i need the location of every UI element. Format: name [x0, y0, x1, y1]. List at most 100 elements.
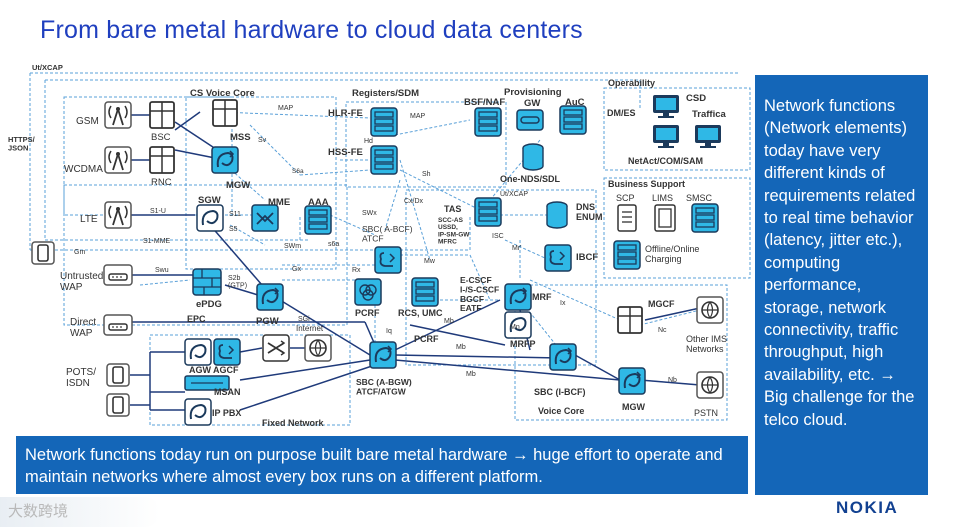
label-mrf: MRF: [532, 292, 552, 302]
label-swx: SWx: [362, 210, 377, 217]
label-sv: Sv: [258, 137, 267, 144]
shuffle-switch-icon: [262, 334, 290, 362]
label-mgw: MGW: [226, 180, 250, 191]
label-mb3: Mb: [466, 371, 476, 378]
label-voice-core: Voice Core: [538, 406, 584, 416]
label-s6a: s6a: [328, 241, 339, 248]
label-mb2: Mb: [456, 344, 466, 351]
label-sh: Sh: [422, 171, 431, 178]
csd-monitor-icon: [653, 95, 679, 118]
label-ip-pbx: IP PBX: [212, 408, 241, 418]
sbc-abgw-swirl-icon: [369, 341, 397, 369]
label-nc: Nc: [658, 327, 667, 334]
label-sbc-abcf: SBC( A-BCF)ATCF: [362, 224, 413, 243]
sbc-ibcf-swirl-icon: [549, 343, 577, 371]
label-https-json: HTTPS/JSON: [8, 135, 36, 152]
watermark-cloud-shape: [0, 497, 160, 527]
label-hd: Hd: [364, 138, 373, 145]
label-wcdma: WCDMA: [64, 164, 103, 175]
region-boundaries: [63, 87, 751, 426]
mme-icon: [251, 204, 279, 232]
mgw-voice-core-icon: [618, 367, 646, 395]
aaa-server-icon: [304, 205, 332, 235]
hlr-fe-server-icon: [370, 107, 398, 137]
label-iq: Iq: [386, 328, 392, 335]
label-hss-fe: HSS-FE: [328, 147, 363, 158]
tas-server-icon: [474, 197, 502, 227]
internet-globe-icon: [304, 334, 332, 362]
label-smsc: SMSC: [686, 193, 713, 203]
label-ibcf: IBCF: [576, 252, 598, 263]
epdg-firewall-icon: [192, 268, 222, 296]
label-cx-dx: Cx/Dx: [404, 198, 424, 205]
label-gsm: GSM: [76, 116, 99, 127]
label-gw: GW: [524, 98, 540, 109]
label-hlr-fe: HLR-FE: [328, 108, 363, 119]
label-s6a-top: S6a: [292, 168, 304, 175]
label-auc: AuC: [565, 97, 585, 108]
label-ix: Ix: [560, 300, 566, 307]
one-nds-database-icon: [522, 143, 544, 171]
label-aaa: AAA: [308, 197, 329, 208]
bsf-naf-server-icon: [474, 107, 502, 137]
label-sgi: SGi: [298, 316, 310, 323]
label-sgw: SGW: [198, 195, 221, 206]
diagram-labels: Ut/XCAP HTTPS/JSON GSM WCDMA LTE Untrust…: [8, 63, 727, 428]
label-gx: Gx: [292, 266, 301, 273]
label-mn: Mn: [510, 324, 520, 331]
label-scp: SCP: [616, 193, 635, 203]
label-mgw2: MGW: [622, 402, 645, 412]
label-rcs-umc: RCS, UMC: [398, 308, 443, 318]
traffica-monitor-icon: [695, 125, 721, 148]
lte-antenna-icon: [104, 201, 132, 229]
label-agw: AGW: [189, 365, 212, 375]
lims-icon: [654, 204, 676, 232]
side-explanation-box: Network functions (Network elements) tod…: [755, 75, 928, 495]
label-mw: Mw: [424, 258, 436, 265]
label-bsc: BSC: [151, 132, 171, 143]
dns-enum-database-icon: [546, 201, 568, 229]
label-map2: MAP: [410, 113, 426, 120]
label-nb: Nb: [668, 377, 677, 384]
label-mrfp: MRFP: [510, 339, 536, 349]
label-internet: Internet: [296, 324, 324, 333]
msan-icon: [184, 375, 230, 391]
label-mss: MSS: [230, 132, 251, 143]
label-bsf-naf: BSF/NAF: [464, 97, 505, 108]
page-title: From bare metal hardware to cloud data c…: [40, 16, 583, 44]
scp-server-icon: [617, 204, 637, 232]
label-business-support: Business Support: [608, 179, 685, 189]
label-sbc-abgw: SBC (A-BGW)ATCF/ATGW: [356, 377, 412, 396]
mrf-swirl-icon: [504, 283, 532, 311]
label-sbc-ibcf: SBC (I-BCF): [534, 387, 586, 397]
label-pcrf2: PCRF: [414, 334, 439, 344]
label-one-nds: One-NDS/SDL: [500, 174, 561, 184]
label-csd: CSD: [686, 93, 706, 104]
charging-server-icon: [613, 240, 641, 270]
label-netact: NetAct/COM/SAM: [628, 156, 703, 166]
agw-icon: [184, 338, 212, 366]
label-isc: ISC: [492, 233, 504, 240]
nodes: [31, 95, 724, 426]
rnc-rack-icon: [149, 146, 175, 174]
label-mr: Mr': [512, 245, 522, 252]
label-s2b: S2b(GTP): [228, 275, 247, 290]
label-s1u: S1-U: [150, 208, 166, 215]
ibcf-icon: [544, 244, 572, 272]
label-provisioning: Provisioning: [504, 87, 562, 98]
label-lims: LIMS: [652, 193, 673, 203]
netact-monitor-icon: [653, 125, 679, 148]
label-epdg: ePDG: [196, 299, 222, 310]
label-mgcf: MGCF: [648, 299, 675, 309]
label-lte: LTE: [80, 214, 98, 225]
label-swu: Swu: [155, 267, 169, 274]
label-rx: Rx: [352, 267, 361, 274]
smsc-server-icon: [691, 203, 719, 233]
